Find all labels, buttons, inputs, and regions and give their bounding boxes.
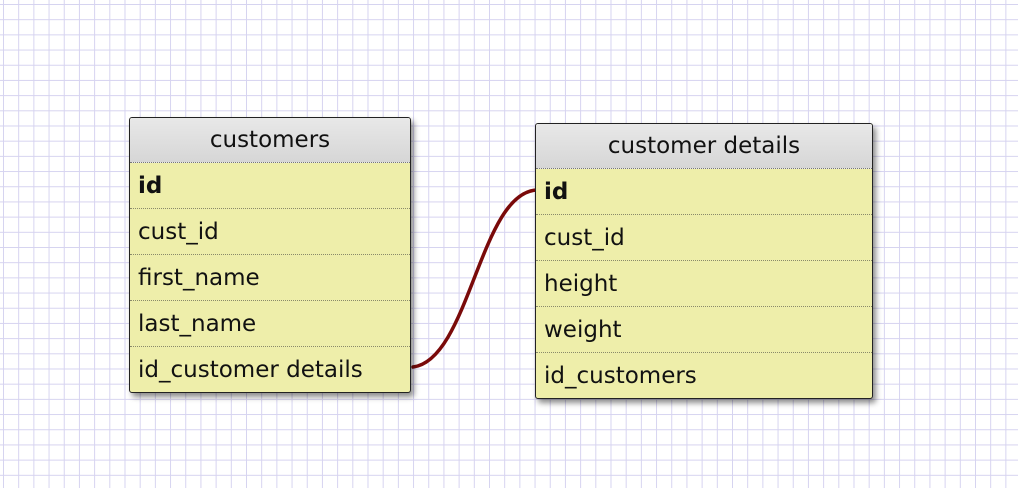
table-customers-field-first-name[interactable]: first_name bbox=[130, 255, 410, 301]
relationship-line[interactable] bbox=[411, 188, 540, 369]
table-customers[interactable]: customers id cust_id first_name last_nam… bbox=[129, 117, 411, 393]
table-customers-field-id-customer-details[interactable]: id_customer details bbox=[138, 357, 363, 383]
table-customer-details-title: customer details bbox=[536, 124, 872, 169]
table-customer-details-field-weight[interactable]: weight bbox=[536, 307, 872, 353]
table-customers-field-id[interactable]: id bbox=[130, 163, 410, 209]
table-customers-field-last-name[interactable]: last_name bbox=[130, 301, 410, 347]
table-customer-details-field-id[interactable]: id bbox=[536, 169, 872, 215]
table-customer-details[interactable]: customer details id cust_id height weigh… bbox=[535, 123, 873, 399]
table-customer-details-field-cust-id[interactable]: cust_id bbox=[536, 215, 872, 261]
table-customers-field-cust-id[interactable]: cust_id bbox=[130, 209, 410, 255]
table-customers-title: customers bbox=[130, 118, 410, 163]
table-customer-details-field-height[interactable]: height bbox=[536, 261, 872, 307]
table-customer-details-field-id-customers[interactable]: id_customers bbox=[544, 363, 697, 389]
